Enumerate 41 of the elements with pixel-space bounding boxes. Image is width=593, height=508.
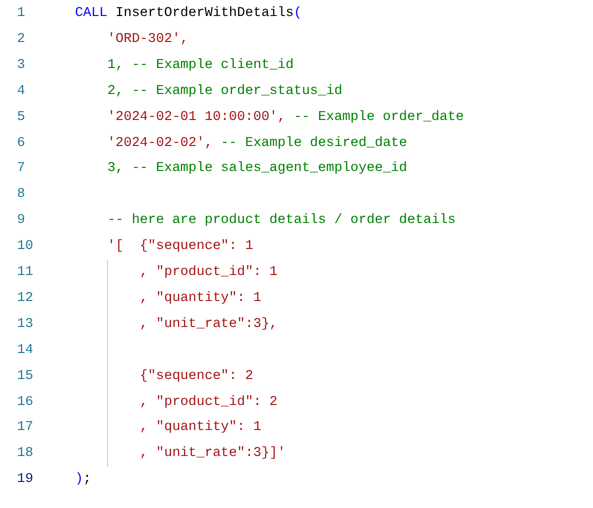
code-text: , "unit_rate":3}, [140,316,278,334]
line-number: 9 [17,212,26,230]
line-number: 1 [17,5,26,23]
code-text: , "quantity": 1 [140,290,262,308]
line-number: 8 [17,186,26,204]
line-number: 16 [17,394,34,412]
code-text: , "product_id": 1 [140,264,278,282]
line-number: 11 [17,264,34,282]
line-number: 7 [17,160,26,178]
code-text: '2024-02-01 10:00:00', [107,108,286,127]
code-text: 2, -- Example order_status_id [107,82,342,101]
line-number: 5 [17,108,26,127]
code-text: '2024-02-02', [107,134,213,152]
code-text: -- Example order_date [294,108,464,127]
code-text: , "quantity": 1 [140,419,262,438]
line-number: 13 [17,316,34,334]
line-number: 3 [17,56,26,75]
line-number: 15 [17,368,34,386]
code-text: CALL [75,5,108,23]
line-number: 6 [17,134,26,152]
code-text: ) [75,471,84,490]
code-text: '[ {"sequence": 1 [107,238,254,256]
code-text: ( [294,5,302,23]
code-text: , "product_id": 2 [140,394,278,412]
line-number: 4 [17,82,26,101]
line-number: 18 [17,445,34,464]
code-text: ; [83,471,92,490]
code-text: 1, -- Example client_id [107,56,294,75]
line-number: 19 [17,471,34,490]
line-number: 2 [17,30,26,49]
code-text: 3, -- Example sales_agent_employee_id [107,160,408,178]
code-text: -- here are product details / order details [107,212,456,230]
code-text: InsertOrderWithDetails [116,5,294,23]
line-number: 12 [17,290,34,308]
code-text: -- Example desired_date [220,134,408,152]
code-text: {"sequence": 2 [140,368,254,386]
code-text: 'ORD-302', [107,30,188,49]
code-text: , "unit_rate":3}]' [140,445,286,464]
line-number: 14 [17,342,34,360]
line-number: 17 [17,419,34,438]
line-number: 10 [17,238,34,256]
